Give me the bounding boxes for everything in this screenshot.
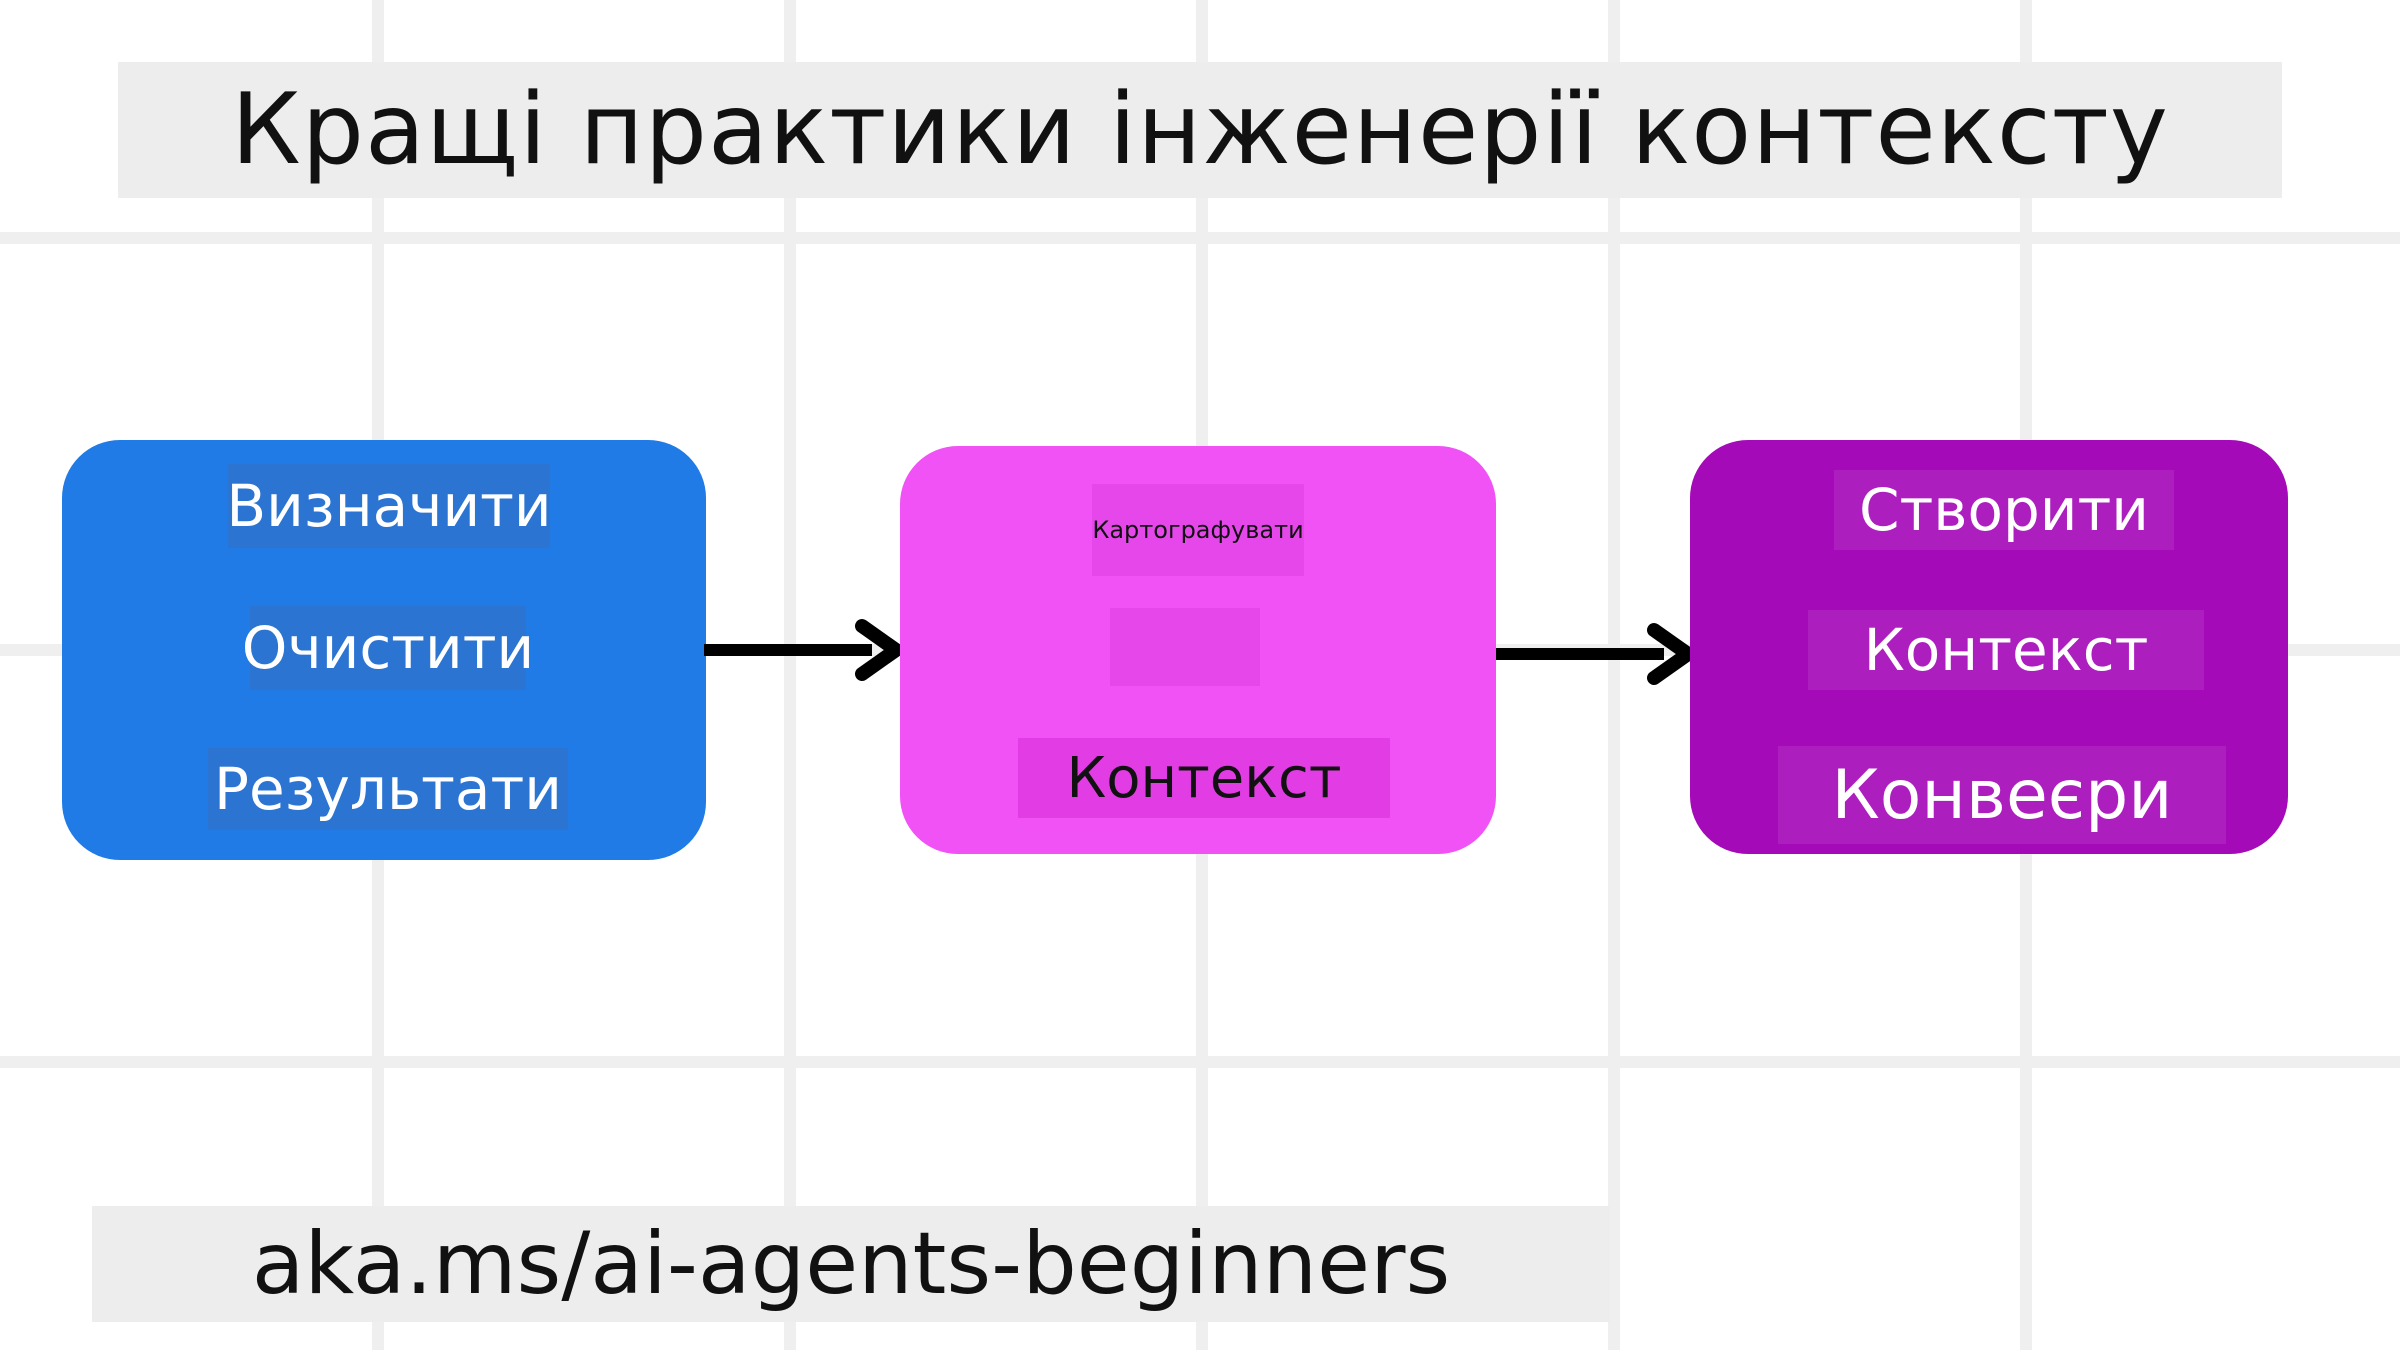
page-title: Кращі практики інженерії контексту bbox=[231, 73, 2169, 187]
step-create-label-1: Створити bbox=[1834, 470, 2174, 550]
step-map-label-2 bbox=[1110, 608, 1260, 686]
step-define-label-3: Результати bbox=[208, 748, 568, 830]
title-banner bbox=[118, 62, 2282, 198]
arrow-right-icon bbox=[1496, 623, 1695, 685]
grid-line bbox=[0, 232, 2400, 244]
arrow-right-icon bbox=[704, 619, 903, 681]
url-banner bbox=[92, 1206, 1610, 1322]
step-define-label-2: Очистити bbox=[242, 606, 534, 690]
grid-line bbox=[0, 1056, 2400, 1068]
step-create-label-3: Конвеєри bbox=[1778, 746, 2226, 844]
course-link[interactable]: aka.ms/ai-agents-beginners bbox=[251, 1214, 1451, 1314]
grid-line bbox=[1608, 0, 1620, 1350]
step-map-label-3: Контекст bbox=[1018, 738, 1390, 818]
step-create-label-2: Контекст bbox=[1808, 610, 2204, 690]
step-define-label-1: Визначити bbox=[226, 464, 552, 548]
grid-line bbox=[784, 0, 796, 1350]
step-map-label-1: Картографувати bbox=[1092, 484, 1304, 576]
